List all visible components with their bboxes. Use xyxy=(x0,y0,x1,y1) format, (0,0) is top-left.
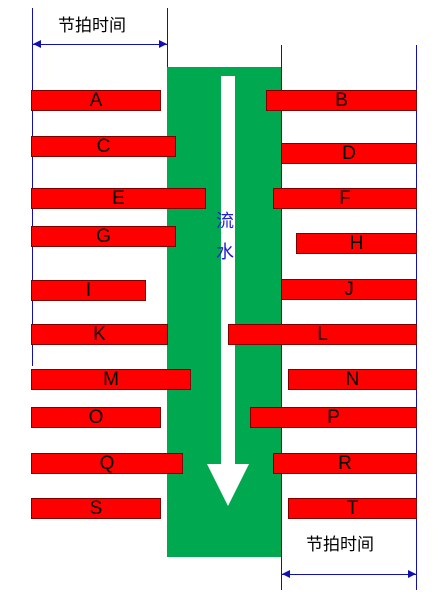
station-left-9: Q xyxy=(31,453,183,474)
station-left-10: S xyxy=(31,498,161,519)
station-right-5: J xyxy=(281,279,417,300)
station-left-3: E xyxy=(31,188,206,209)
top-dimension-arrow-right-icon xyxy=(159,40,167,48)
left-boundary-outer xyxy=(32,8,33,366)
station-left-7: M xyxy=(31,369,191,390)
right-boundary-inner xyxy=(281,45,282,590)
station-right-7: N xyxy=(288,369,417,390)
right-boundary-outer xyxy=(416,45,417,590)
station-right-8: P xyxy=(250,407,417,428)
station-right-9: R xyxy=(273,453,417,474)
bottom-cycle-time-label: 节拍时间 xyxy=(306,535,374,555)
flow-label-char-2: 水 xyxy=(216,242,234,263)
station-left-8: O xyxy=(31,407,161,428)
bottom-dimension-arrow-left-icon xyxy=(282,570,290,578)
flow-label-char-1: 流 xyxy=(216,211,234,232)
station-right-10: T xyxy=(288,498,417,519)
station-left-2: C xyxy=(31,136,176,157)
flow-arrow-shaft xyxy=(221,76,235,466)
bottom-dimension-arrow-right-icon xyxy=(408,570,416,578)
station-right-1: B xyxy=(266,90,417,111)
station-left-4: G xyxy=(31,226,176,247)
station-right-4: H xyxy=(296,233,417,254)
top-cycle-time-label: 节拍时间 xyxy=(58,16,126,36)
top-dimension-arrow-left-icon xyxy=(33,40,41,48)
bottom-dimension-line xyxy=(282,574,416,575)
station-right-2: D xyxy=(281,143,417,164)
station-right-6: L xyxy=(228,324,417,345)
station-left-5: I xyxy=(31,280,146,301)
flow-arrow-head-icon xyxy=(207,464,249,506)
station-left-6: K xyxy=(31,324,168,345)
station-left-1: A xyxy=(31,90,161,111)
station-right-3: F xyxy=(273,188,417,209)
top-dimension-line xyxy=(33,44,167,45)
